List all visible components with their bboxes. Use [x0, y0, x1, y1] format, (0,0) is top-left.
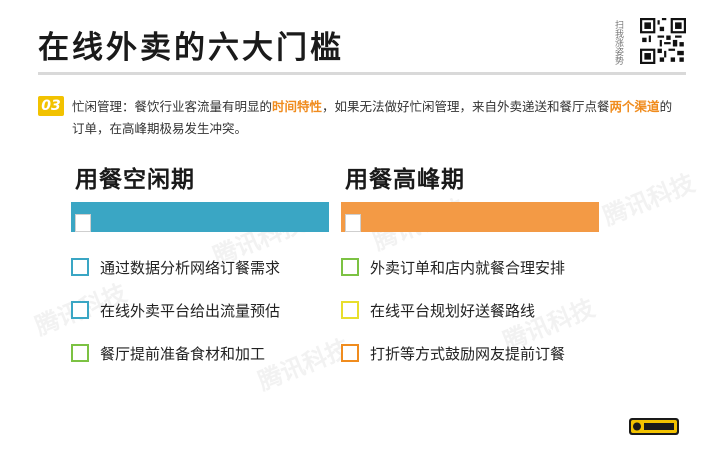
- list-item-label: 通过数据分析网络订餐需求: [100, 258, 281, 277]
- checkbox-icon: [71, 258, 89, 276]
- intro-paragraph: 忙闲管理：餐饮行业客流量有明显的时间特性，如果无法做好忙闲管理，来自外卖递送和餐…: [72, 96, 684, 140]
- intro-highlight: 时间特性: [272, 99, 323, 114]
- header-divider: [38, 72, 686, 75]
- list-item: 外卖订单和店内就餐合理安排: [341, 256, 565, 278]
- checkbox-icon: [71, 344, 89, 362]
- peak-period-bar: [341, 202, 599, 232]
- list-item: 打折等方式鼓励网友提前订餐: [341, 342, 565, 364]
- bar-marker: [75, 214, 91, 232]
- checkbox-icon: [71, 301, 89, 319]
- intro-text: ，如果无法做好忙闲管理，来自外卖递送和餐厅点餐: [322, 99, 610, 114]
- list-item-label: 在线外卖平台给出流量预估: [100, 301, 281, 320]
- peak-period-title: 用餐高峰期: [345, 167, 465, 193]
- section-number-badge: 03: [38, 96, 64, 116]
- brand-logo-icon: [629, 418, 679, 435]
- checkbox-icon: [341, 344, 359, 362]
- list-item-label: 外卖订单和店内就餐合理安排: [370, 258, 566, 277]
- watermark: 腾讯科技: [254, 333, 354, 396]
- intro-text: 忙闲管理：餐饮行业客流量有明显的: [72, 99, 273, 114]
- list-item-label: 在线平台规划好送餐路线: [370, 301, 536, 320]
- intro-text: 的订单，在高峰期极易发生冲突。: [72, 99, 673, 136]
- idle-period-bar: [71, 202, 329, 232]
- watermark: 腾讯科技: [599, 168, 699, 231]
- intro-highlight: 两个渠道: [609, 99, 660, 114]
- page-title: 在线外卖的六大门槛: [38, 30, 344, 66]
- qr-code-icon[interactable]: [640, 18, 686, 64]
- idle-period-title: 用餐空闲期: [75, 167, 195, 193]
- bar-marker: [345, 214, 361, 232]
- list-item-label: 打折等方式鼓励网友提前订餐: [370, 344, 566, 363]
- list-item: 在线外卖平台给出流量预估: [71, 299, 280, 321]
- checkbox-icon: [341, 301, 359, 319]
- list-item-label: 餐厅提前准备食材和加工: [100, 344, 266, 363]
- qr-caption: 扫我涨姿势: [613, 20, 623, 65]
- checkbox-icon: [341, 258, 359, 276]
- list-item: 在线平台规划好送餐路线: [341, 299, 535, 321]
- list-item: 餐厅提前准备食材和加工: [71, 342, 265, 364]
- list-item: 通过数据分析网络订餐需求: [71, 256, 280, 278]
